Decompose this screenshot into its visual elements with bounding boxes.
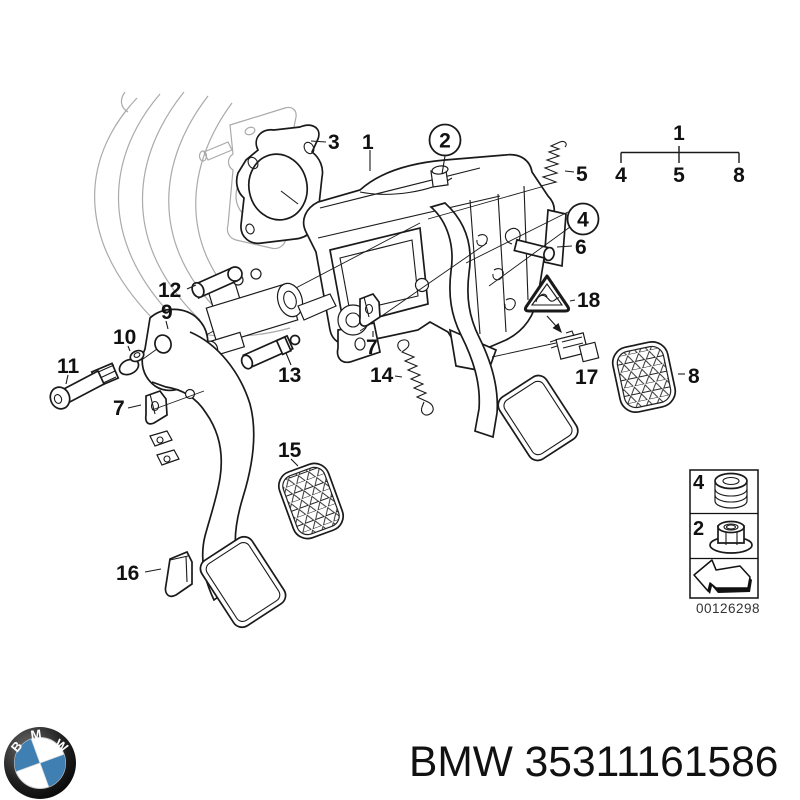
callout-label-7-right: 7 (366, 336, 378, 359)
bmw-logo: B M W (4, 726, 76, 799)
pivot-bolt-11-drawing (49, 362, 120, 410)
callout-label-17: 17 (575, 366, 598, 389)
wedge-16-drawing (164, 550, 193, 598)
clutch-pedal-pad (199, 535, 287, 629)
callout-circle-4 (566, 202, 600, 236)
direction-arrow-icon (693, 559, 752, 594)
logo-letter-m: M (30, 726, 43, 742)
callout-labels: 3 1 2 5 4 6 18 17 8 12 9 10 11 7 13 14 1… (57, 123, 700, 585)
switch-17-drawing (549, 330, 600, 363)
spring-5-drawing (540, 140, 567, 187)
inset-row1-number: 4 (693, 472, 705, 494)
rubber-pad-15-drawing (277, 462, 345, 540)
inset-row2-number: 2 (693, 518, 704, 540)
legend-bracket: 1 4 5 8 (615, 122, 745, 187)
callout-label-11: 11 (57, 355, 80, 378)
callout-label-1: 1 (362, 131, 374, 154)
callout-label-8: 8 (688, 365, 700, 388)
callout-label-6: 6 (575, 236, 587, 259)
brake-pedal-drawing (414, 202, 579, 462)
leader-lines (65, 140, 685, 573)
callout-label-16: 16 (116, 562, 139, 585)
callout-label-15: 15 (278, 439, 302, 462)
return-spring-14-drawing (397, 339, 434, 416)
rubber-pad-8-drawing (611, 341, 677, 413)
callout-label-10: 10 (113, 326, 136, 349)
callout-label-18: 18 (577, 289, 601, 312)
legend-child-4: 4 (615, 164, 627, 187)
pivot-pin-12-drawing (191, 266, 243, 300)
callout-label-5: 5 (576, 163, 588, 186)
pushrod-13-drawing (240, 334, 301, 370)
callout-label-3: 3 (328, 131, 340, 154)
stop-clip-7-right-drawing (358, 242, 488, 332)
pin-clip-6-drawing (504, 227, 555, 262)
flange-nut-drawing (709, 520, 753, 554)
callout-label-12: 12 (158, 279, 181, 302)
callout-label-9: 9 (161, 301, 173, 324)
bushing-10-drawing (118, 348, 158, 376)
legend-child-5: 5 (673, 164, 685, 187)
legend-child-8: 8 (733, 164, 745, 187)
arrowhead-icon (552, 323, 562, 333)
callout-label-4: 4 (577, 209, 589, 232)
inset-image-number: 00126298 (696, 601, 760, 616)
callout-label-7-left: 7 (113, 397, 125, 420)
callout-circle-2 (428, 123, 462, 157)
clutch-pedal-drawing (141, 308, 287, 629)
callout-label-13: 13 (278, 364, 301, 387)
callout-label-14: 14 (370, 364, 394, 387)
brake-pedal-pad (497, 374, 579, 462)
part-number-label: BMW 35311161586 (409, 739, 778, 786)
legend-parent-label: 1 (673, 122, 685, 145)
stop-clip-7-left-drawing (144, 389, 205, 425)
grommet-drawing (714, 472, 748, 509)
detail-inset-box: 4 2 00126298 (689, 469, 760, 616)
callout-label-2: 2 (439, 130, 451, 153)
pinch-warning-triangle-icon (523, 274, 571, 333)
